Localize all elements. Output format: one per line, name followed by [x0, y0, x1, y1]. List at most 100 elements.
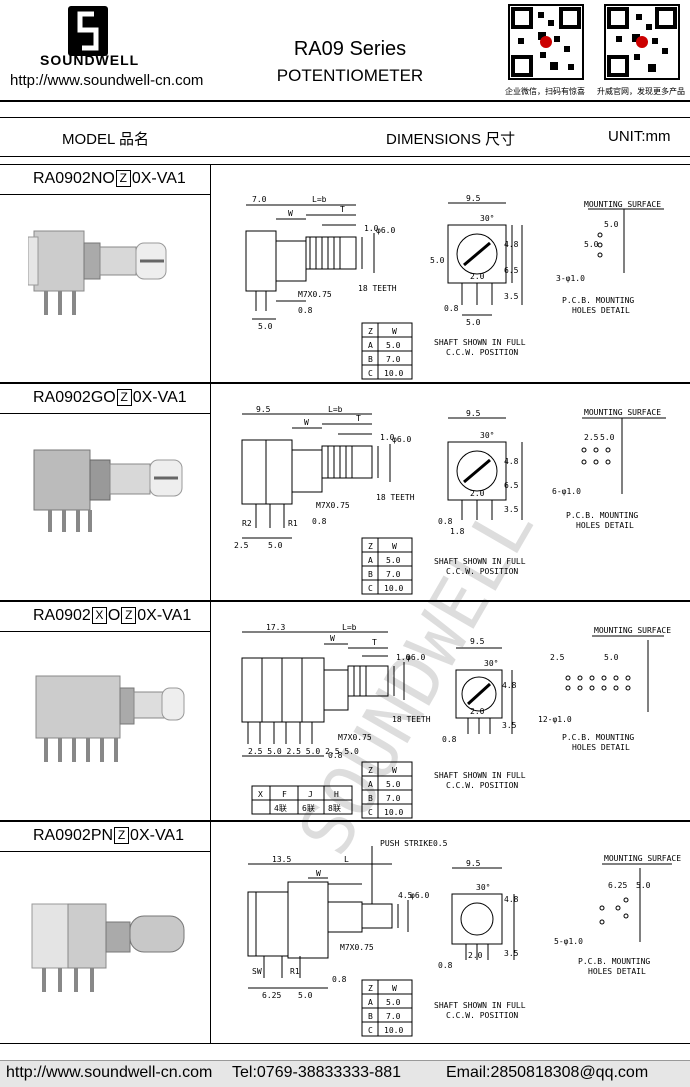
svg-text:HOLES DETAIL: HOLES DETAIL	[588, 967, 646, 976]
svg-text:2.0: 2.0	[470, 707, 485, 716]
svg-text:φ6.0: φ6.0	[410, 891, 429, 900]
dimension-drawing: 9.5 L=b W T 1.0 φ6.0 M7X0.75 18 TEETH 0.…	[234, 405, 666, 595]
svg-text:10.0: 10.0	[384, 369, 403, 378]
svg-text:SHAFT SHOWN IN FULL: SHAFT SHOWN IN FULL	[434, 771, 526, 780]
dimension-drawing: 17.3 L=b W T 1.0 φ6.0 M7X0.75 18 TEETH 0…	[241, 623, 671, 819]
svg-text:7.0: 7.0	[252, 195, 267, 204]
dimension-drawing: 13.5 L W PUSH STRIKE0.5 4.5 φ6.0 M7X0.75…	[247, 839, 681, 1037]
svg-text:2.0: 2.0	[470, 272, 485, 281]
svg-text:W: W	[392, 327, 397, 336]
svg-text:30°: 30°	[476, 883, 490, 892]
svg-text:4.8: 4.8	[504, 457, 519, 466]
svg-text:MOUNTING SURFACE: MOUNTING SURFACE	[584, 200, 661, 209]
svg-text:3.5: 3.5	[504, 292, 519, 301]
brand-logo-icon	[68, 6, 108, 56]
svg-text:C: C	[368, 584, 373, 593]
svg-text:SHAFT SHOWN IN FULL: SHAFT SHOWN IN FULL	[434, 338, 526, 347]
svg-text:12-φ1.0: 12-φ1.0	[538, 715, 572, 724]
svg-text:C: C	[368, 808, 373, 817]
svg-text:18 TEETH: 18 TEETH	[376, 493, 415, 502]
svg-text:X: X	[258, 790, 263, 799]
svg-text:4.8: 4.8	[504, 240, 519, 249]
header-website[interactable]: http://www.soundwell-cn.com	[10, 72, 204, 89]
svg-text:J: J	[308, 790, 313, 799]
svg-text:13.5: 13.5	[272, 855, 291, 864]
svg-text:C.C.W. POSITION: C.C.W. POSITION	[446, 348, 518, 357]
svg-text:0.8: 0.8	[312, 517, 327, 526]
product-photo	[31, 903, 185, 992]
svg-text:C.C.W. POSITION: C.C.W. POSITION	[446, 781, 518, 790]
svg-text:0.8: 0.8	[438, 517, 453, 526]
svg-text:1.0: 1.0	[364, 224, 379, 233]
svg-text:P.C.B. MOUNTING: P.C.B. MOUNTING	[578, 957, 650, 966]
svg-text:2.5: 2.5	[550, 653, 565, 662]
svg-text:30°: 30°	[480, 214, 494, 223]
column-header: MODEL 品名 DIMENSIONS 尺寸 UNIT:mm	[0, 117, 690, 157]
svg-text:4联: 4联	[274, 804, 287, 813]
svg-text:5.0: 5.0	[268, 541, 283, 550]
svg-text:W: W	[392, 984, 397, 993]
svg-text:2.0: 2.0	[470, 489, 485, 498]
svg-text:0.8: 0.8	[438, 961, 453, 970]
svg-text:5.0: 5.0	[386, 780, 401, 789]
svg-text:B: B	[368, 1012, 373, 1021]
product-photo	[35, 675, 185, 762]
svg-text:W: W	[392, 542, 397, 551]
svg-text:18 TEETH: 18 TEETH	[358, 284, 397, 293]
svg-text:MOUNTING SURFACE: MOUNTING SURFACE	[584, 408, 661, 417]
svg-text:L=b: L=b	[342, 623, 357, 632]
svg-text:T: T	[340, 205, 345, 214]
svg-text:SW: SW	[252, 967, 262, 976]
svg-text:5.0: 5.0	[600, 433, 615, 442]
svg-text:φ6.0: φ6.0	[392, 435, 411, 444]
svg-text:Z: Z	[368, 542, 373, 551]
svg-text:5.0: 5.0	[636, 881, 651, 890]
footer-email[interactable]: Email:2850818308@qq.com	[446, 1064, 649, 1081]
svg-text:8联: 8联	[328, 804, 341, 813]
svg-text:7.0: 7.0	[386, 570, 401, 579]
svg-text:HOLES DETAIL: HOLES DETAIL	[572, 743, 630, 752]
svg-text:5.0: 5.0	[258, 322, 273, 331]
svg-text:1.0: 1.0	[396, 653, 411, 662]
svg-text:M7X0.75: M7X0.75	[316, 501, 350, 510]
model-column-label: MODEL 品名	[62, 131, 149, 148]
svg-text:0.8: 0.8	[332, 975, 347, 984]
svg-text:5.0: 5.0	[584, 240, 599, 249]
svg-text:2.5: 2.5	[584, 433, 599, 442]
svg-text:5.0: 5.0	[386, 341, 401, 350]
svg-text:B: B	[368, 355, 373, 364]
series-title: RA09 Series	[293, 38, 407, 60]
svg-text:5.0: 5.0	[466, 318, 481, 327]
svg-text:R1: R1	[290, 967, 300, 976]
svg-text:B: B	[368, 570, 373, 579]
svg-text:A: A	[368, 780, 373, 789]
qr-code-icon	[604, 4, 680, 80]
svg-text:1.8: 1.8	[450, 527, 465, 536]
svg-text:1.0: 1.0	[380, 433, 395, 442]
svg-text:P.C.B. MOUNTING: P.C.B. MOUNTING	[566, 511, 638, 520]
svg-text:φ6.0: φ6.0	[406, 653, 425, 662]
footer-website[interactable]: http://www.soundwell-cn.com	[6, 1064, 213, 1081]
svg-text:C.C.W. POSITION: C.C.W. POSITION	[446, 1011, 518, 1020]
svg-text:30°: 30°	[484, 659, 498, 668]
svg-text:18 TEETH: 18 TEETH	[392, 715, 431, 724]
svg-text:0.8: 0.8	[328, 751, 343, 760]
svg-text:φ6.0: φ6.0	[376, 226, 395, 235]
svg-text:6-φ1.0: 6-φ1.0	[552, 487, 581, 496]
dimensions-column-label: DIMENSIONS 尺寸	[386, 131, 516, 148]
svg-text:10.0: 10.0	[384, 808, 403, 817]
svg-text:3.5: 3.5	[504, 949, 519, 958]
svg-text:T: T	[372, 638, 377, 647]
product-photo	[28, 230, 167, 315]
svg-text:9.5: 9.5	[466, 859, 481, 868]
dimension-drawing: 7.0 L=b W T 1.0 φ6.0 M7X0.75 18 TEETH 0.…	[245, 194, 664, 380]
svg-text:5.0: 5.0	[604, 653, 619, 662]
svg-text:R2: R2	[242, 519, 252, 528]
svg-text:3.5: 3.5	[502, 721, 517, 730]
